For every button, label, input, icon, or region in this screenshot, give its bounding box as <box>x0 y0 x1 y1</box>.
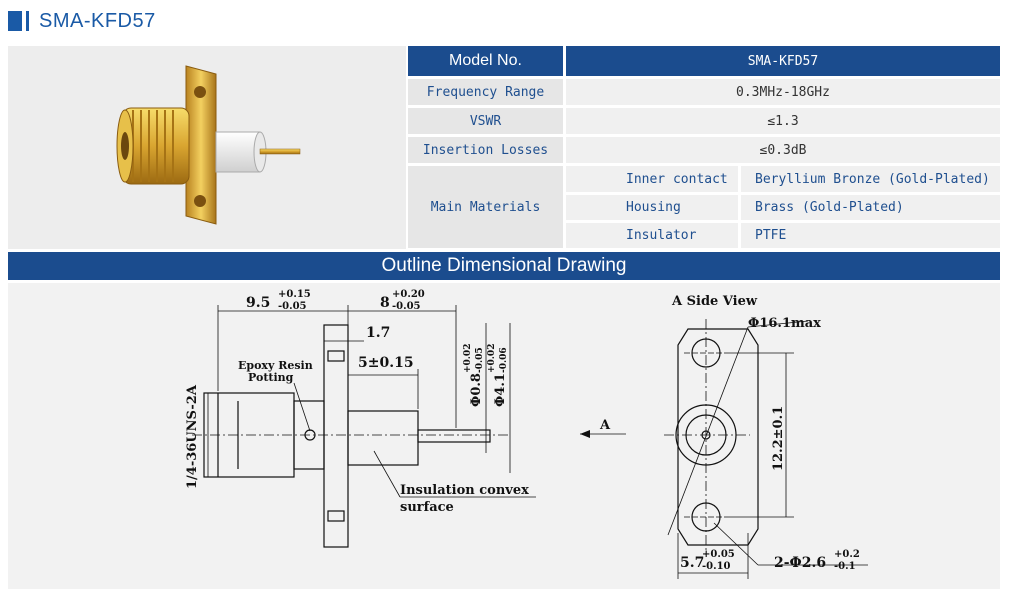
spec-label-insertion-loss: Insertion Losses <box>408 137 563 163</box>
view-arrow-icon <box>580 430 590 438</box>
dim-flange-thickness: 1.7 <box>366 325 390 341</box>
spec-label-model: Model No. <box>408 46 563 76</box>
material-part: Insulator <box>566 223 738 248</box>
dim-hole-spacing: 12.2±0.1 <box>771 406 786 471</box>
material-part: Inner contact <box>566 166 738 192</box>
insulator-diameter-plus: +0.02 <box>487 344 497 373</box>
dim-hole-main: 2-Φ2.6 <box>774 555 826 571</box>
material-part: Housing <box>566 195 738 220</box>
spec-row-materials: Main Materials <box>408 166 1000 248</box>
pin-diameter-minus: -0.05 <box>475 347 485 373</box>
material-row: Inner contact Beryllium Bronze (Gold-Pla… <box>408 166 1000 192</box>
insulator-diameter-minus: -0.06 <box>499 347 509 373</box>
product-image <box>116 65 301 225</box>
dim-width-minus: -0.10 <box>702 561 731 572</box>
pin-diameter-main: Φ0.8 <box>469 373 484 407</box>
material-row: Insulator PTFE <box>408 223 1000 248</box>
dim-length-minus: -0.05 <box>278 301 307 312</box>
spec-value-insertion-loss: ≤0.3dB <box>566 137 1000 163</box>
dim-hole-minus: -0.1 <box>834 561 856 572</box>
spec-row-model: Model No. SMA-KFD57 <box>408 46 1000 76</box>
view-arrow-label: A <box>599 418 611 433</box>
dim-rear-main: 8 <box>380 295 390 311</box>
dim-hole-plus: +0.2 <box>834 549 860 560</box>
front-view-geometry <box>664 319 868 579</box>
dim-length-plus: +0.15 <box>278 289 311 300</box>
material-row: Housing Brass (Gold-Plated) <box>408 195 1000 220</box>
spec-label-frequency: Frequency Range <box>408 79 563 105</box>
section-banner: Outline Dimensional Drawing <box>8 252 1000 280</box>
epoxy-label-line2: Potting <box>248 371 294 384</box>
spec-value-frequency: 0.3MHz-18GHz <box>566 79 1000 105</box>
thread-spec: 1/4-36UNS-2A <box>185 384 200 489</box>
dim-length-main: 9.5 <box>246 295 270 311</box>
insulator-diameter-main: Φ4.1 <box>493 373 508 407</box>
material-value: PTFE <box>741 223 1000 248</box>
material-value: Brass (Gold-Plated) <box>741 195 1000 220</box>
dim-insulator-length: 5±0.15 <box>358 355 414 371</box>
spec-value-model: SMA-KFD57 <box>566 46 1000 76</box>
product-photo-area <box>8 46 406 249</box>
dim-rear-minus: -0.05 <box>392 301 421 312</box>
pin-diameter-plus: +0.02 <box>463 344 473 373</box>
insulation-label-line2: surface <box>400 500 454 515</box>
material-value: Beryllium Bronze (Gold-Plated) <box>741 166 1000 192</box>
drawing-canvas: 9.5 +0.15 -0.05 8 +0.20 -0.05 1.7 5±0.15… <box>185 289 868 579</box>
dim-width-plus: +0.05 <box>702 549 735 560</box>
epoxy-label-line1: Epoxy Resin <box>238 359 313 372</box>
header-accent-line <box>26 11 29 31</box>
page-header: SMA-KFD57 <box>8 6 156 36</box>
side-view-geometry <box>192 305 626 548</box>
insulation-label-line1: Insulation convex <box>400 483 529 498</box>
spec-value-vswr: ≤1.3 <box>566 108 1000 134</box>
spec-row-insertion-loss: Insertion Losses ≤0.3dB <box>408 137 1000 163</box>
spec-row-vswr: VSWR ≤1.3 <box>408 108 1000 134</box>
dim-width-main: 5.7 <box>680 555 704 571</box>
side-view-title: A Side View <box>671 294 758 309</box>
spec-label-materials: Main Materials <box>408 166 563 248</box>
dim-rear-plus: +0.20 <box>392 289 425 300</box>
spec-label-vswr: VSWR <box>408 108 563 134</box>
spec-row-frequency: Frequency Range 0.3MHz-18GHz <box>408 79 1000 105</box>
dim-max-diameter: Φ16.1max <box>748 316 821 331</box>
header-accent-bar <box>8 11 22 31</box>
page-title: SMA-KFD57 <box>39 9 156 32</box>
outline-drawing: 9.5 +0.15 -0.05 8 +0.20 -0.05 1.7 5±0.15… <box>8 283 1000 589</box>
